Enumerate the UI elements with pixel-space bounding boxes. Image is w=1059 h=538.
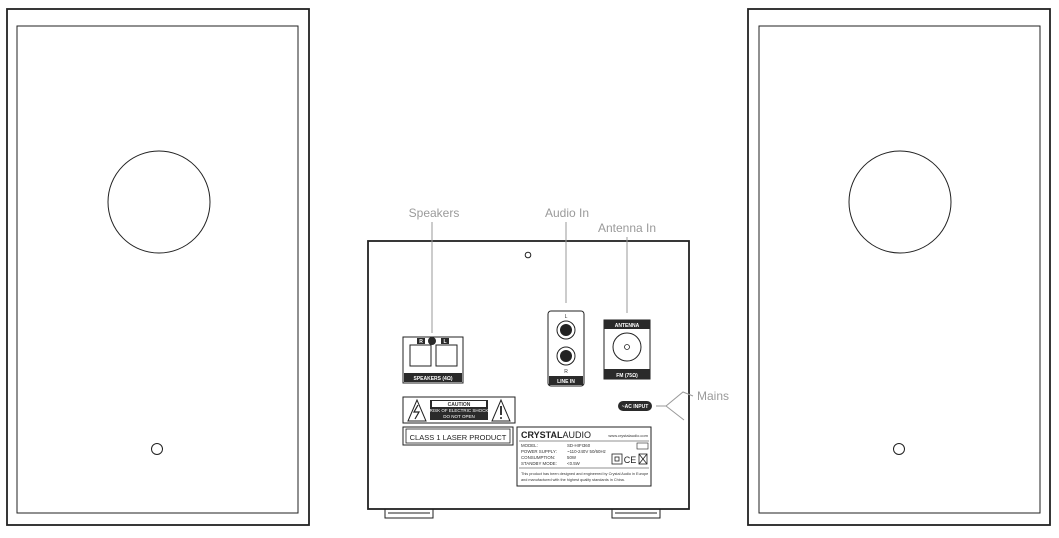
line-in-right-jack-core — [560, 350, 572, 362]
plate-consumption-value: 50W — [567, 455, 577, 460]
plate-consumption-label: CONSUMPTION: — [521, 455, 555, 460]
plate-power-label: POWER SUPPLY: — [521, 449, 557, 454]
left-speaker — [6, 8, 310, 526]
right-speaker-woofer — [848, 150, 952, 254]
speaker-terminals: R L SPEAKERS (4Ω) — [402, 336, 464, 384]
ac-input: ~AC INPUT — [618, 401, 652, 411]
brand-website: www.crystalaudio.com — [608, 433, 648, 438]
plate-standby-label: STANDBY MODE: — [521, 461, 557, 466]
antenna-port: ANTENNA FM (75Ω) — [603, 319, 651, 380]
ac-input-label: ~AC INPUT — [622, 404, 649, 410]
right-speaker-port — [893, 443, 905, 455]
callout-audio-in: Audio In — [545, 206, 589, 220]
speaker-clip-left — [435, 344, 458, 367]
callout-antenna-in: Antenna In — [598, 221, 656, 235]
antenna-footer-label: FM (75Ω) — [616, 373, 638, 379]
antenna-footer-bar — [604, 369, 650, 379]
caution-line2: DO NOT OPEN — [443, 414, 474, 419]
right-speaker-grille — [758, 25, 1041, 514]
left-speaker-grille — [16, 25, 299, 514]
main-unit: R L SPEAKERS (4Ω) L R LINE IN ANTENNA — [367, 240, 690, 519]
caution-label: CAUTION RISK OF ELECTRIC SHOCK DO NOT OP… — [402, 396, 516, 424]
antenna-connector-pin — [624, 344, 630, 350]
rating-plate-frame — [516, 426, 652, 487]
plate-badge — [636, 442, 649, 450]
line-in-jacks: L R LINE IN — [547, 310, 585, 387]
caution-line1: RISK OF ELECTRIC SHOCK — [430, 408, 489, 413]
plate-model-label: MODEL: — [521, 443, 538, 448]
plate-power-value: ~110-240V 50/60Hz — [567, 449, 606, 454]
laser-label-text: CLASS 1 LASER PRODUCT — [410, 433, 507, 442]
plate-standby-value: <0.5W — [567, 461, 581, 466]
laser-label: CLASS 1 LASER PRODUCT — [402, 426, 514, 446]
electric-shock-icon — [407, 398, 427, 422]
speaker-terminal-l-label: L — [443, 339, 446, 345]
line-in-left-jack-core — [560, 324, 572, 336]
speaker-terminal-center-badge — [428, 337, 436, 345]
plate-footer-line1: This product has been designed and engin… — [521, 472, 648, 476]
antenna-header-bar — [604, 320, 650, 329]
speakers-label: SPEAKERS (4Ω) — [413, 376, 452, 382]
antenna-header-label: ANTENNA — [615, 323, 640, 329]
ac-input-socket — [618, 401, 652, 411]
callout-mains: Mains — [697, 389, 729, 403]
line-in-label-bar — [549, 376, 583, 385]
line-in-right-label: R — [564, 369, 568, 375]
rating-plate: CRYSTALAUDIO www.crystalaudio.com MODEL:… — [516, 426, 652, 487]
speaker-terminal-r-badge — [417, 338, 425, 344]
callouts: Speakers Audio In Antenna In Mains — [409, 206, 729, 421]
speaker-terminal-r-label: R — [419, 339, 423, 345]
plate-footer-line2: and manufactured with the highest qualit… — [521, 478, 625, 482]
ce-mark-icon: CE — [624, 455, 637, 465]
speaker-clip-right — [409, 344, 432, 367]
callout-speakers: Speakers — [409, 206, 460, 220]
callout-mains-leader — [656, 391, 694, 407]
mount-hole — [524, 251, 532, 259]
left-speaker-port — [151, 443, 163, 455]
laser-label-inner — [405, 428, 511, 444]
caution-title: CAUTION — [448, 402, 471, 408]
line-in-label: LINE IN — [557, 379, 575, 385]
line-in-left-label: L — [565, 314, 568, 320]
brand-logo: CRYSTALAUDIO — [521, 430, 591, 440]
right-speaker — [747, 8, 1051, 526]
speaker-terminal-l-badge — [441, 338, 449, 344]
left-speaker-woofer — [107, 150, 211, 254]
plate-model-value: SD-HIFI360 — [567, 443, 591, 448]
speaker-terminal-label-bar — [404, 373, 462, 382]
